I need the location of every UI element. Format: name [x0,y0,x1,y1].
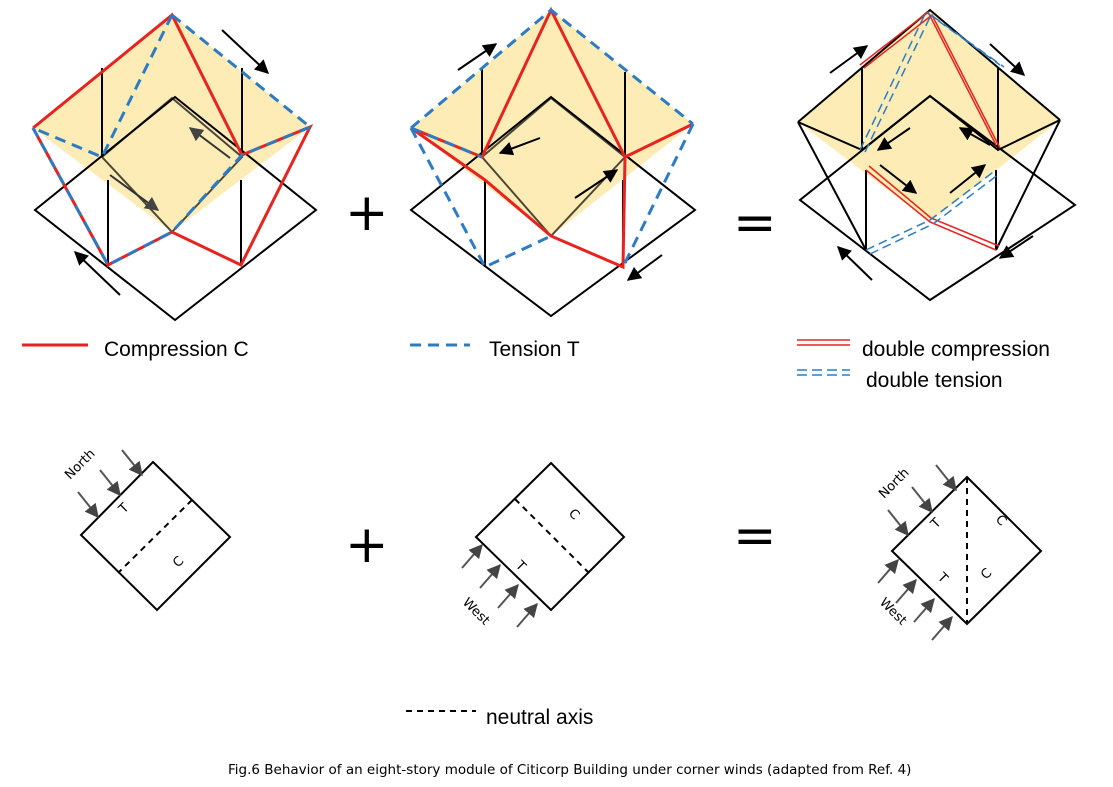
wind-label-west: West [459,595,492,628]
double-tension-members [859,10,1005,255]
neutral-axis-legend: neutral axis [406,706,593,729]
section-label-c: C [992,512,1009,529]
section-label-c: C [978,566,995,583]
section-square [474,461,626,612]
section-label-t: T [928,516,945,533]
section-north-wind: North T C [62,447,232,612]
section-label-c: C [565,506,582,523]
panel-fill [798,10,1060,222]
wind-label-west: West [876,595,909,628]
section-west-wind: West C T [459,461,626,628]
module-north-wind [31,12,318,322]
figure-caption: Fig.6 Behavior of an eight-story module … [228,762,911,778]
neutral-axis-label: neutral axis [486,706,593,729]
section-combined: North West T C T C [876,464,1043,641]
tension-members [31,13,311,268]
section-square [79,460,232,612]
panel-fill [33,15,310,232]
double-compression-members [859,10,1001,251]
section-label-t: T [933,570,950,587]
plus-operator-bottom: + [345,515,389,575]
section-label-t: T [116,501,133,518]
panel-fill [411,10,693,236]
module-west-wind [409,6,697,318]
legend-double-compression-swatch [797,339,850,346]
section-label-t: T [511,558,528,575]
equals-operator-bottom: = [733,506,777,566]
plus-operator-top: + [345,183,389,243]
legend-double-tension-label: double tension [866,369,1003,392]
wind-label-north: North [876,466,912,502]
vertical-columns [861,68,999,250]
wind-arrows-north-combined [887,464,957,537]
chevron-black-members [797,8,1061,251]
base-square [33,95,318,322]
vertical-columns [101,68,243,265]
legend-tension-label: Tension T [489,338,580,361]
tension-members [409,8,695,269]
wind-arrows-west [461,543,538,628]
legend: Compression C Tension T double compressi… [22,338,1050,392]
base-square [409,95,697,318]
equals-operator-top: = [733,193,777,253]
legend-double-compression-label: double compression [862,338,1050,361]
legend-double-tension-swatch [797,369,850,376]
base-square [798,94,1077,302]
wind-label-north: North [62,447,98,483]
wind-arrows-west-combined [877,558,953,641]
module-combined [797,8,1077,302]
section-label-c: C [170,554,187,571]
wind-arrows-north [77,449,143,519]
legend-compression-label: Compression C [104,338,249,361]
